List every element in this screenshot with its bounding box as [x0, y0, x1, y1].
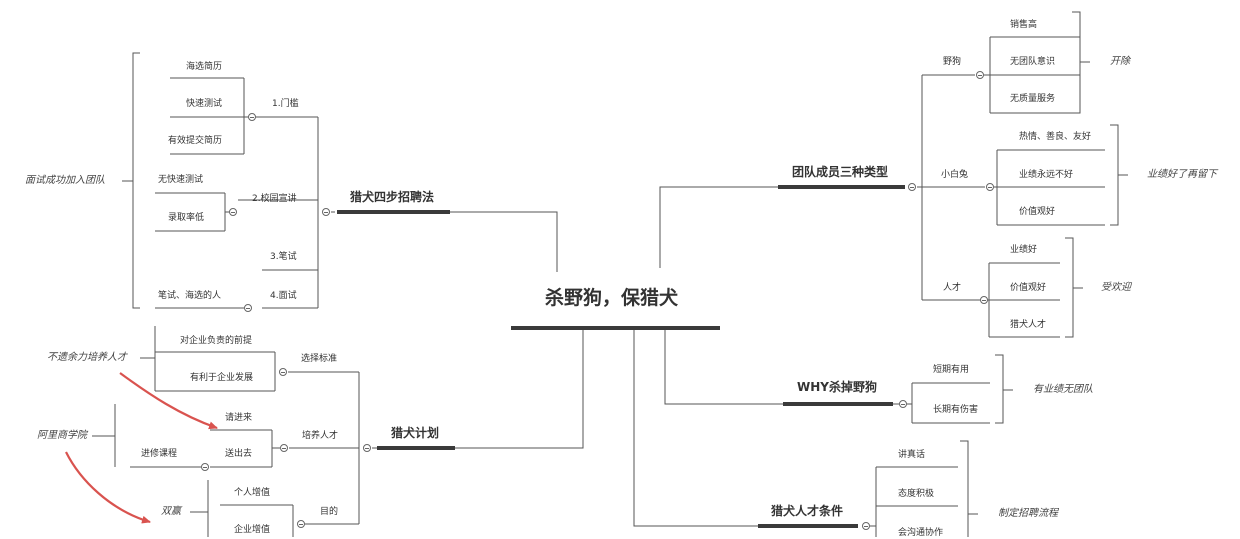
- why-note[interactable]: 有业绩无团队: [1033, 384, 1093, 395]
- connector-center-why: [664, 330, 783, 405]
- recruit-step3-label[interactable]: 3.笔试: [270, 252, 297, 262]
- connector-center-plan: [455, 330, 584, 449]
- branch-plan-title[interactable]: 猎犬计划: [391, 426, 440, 440]
- recruit-step1-item[interactable]: 快速测试: [186, 99, 223, 109]
- collapse-toggle[interactable]: [280, 444, 288, 452]
- recruit-step4-label[interactable]: 4.面试: [270, 291, 297, 301]
- branch-recruit-title[interactable]: 猎犬四步招聘法: [350, 190, 435, 204]
- types-talent-label[interactable]: 人才: [943, 283, 962, 293]
- collapse-toggle[interactable]: [899, 400, 907, 408]
- types-talent-item[interactable]: 业绩好: [1010, 245, 1038, 255]
- collapse-toggle[interactable]: [322, 208, 330, 216]
- plan-goal-item[interactable]: 个人增值: [234, 488, 271, 498]
- collapse-toggle[interactable]: [279, 368, 287, 376]
- plan-note[interactable]: 阿里商学院: [37, 430, 87, 441]
- collapse-toggle[interactable]: [248, 113, 256, 121]
- why-item[interactable]: 长期有伤害: [933, 405, 979, 415]
- recruit-step1-label[interactable]: 1.门槛: [272, 99, 299, 109]
- types-rabbit-label[interactable]: 小白兔: [941, 170, 969, 180]
- types-rabbit-item[interactable]: 业绩永远不好: [1019, 170, 1074, 180]
- types-wild-item[interactable]: 销售高: [1010, 20, 1038, 30]
- recruit-step4-item[interactable]: 笔试、海选的人: [158, 291, 222, 301]
- plan-criteria-label[interactable]: 选择标准: [301, 354, 338, 364]
- types-talent-item[interactable]: 价值观好: [1010, 283, 1047, 293]
- branch-why-title[interactable]: WHY杀掉野狗: [797, 380, 877, 394]
- recruit-note[interactable]: 面试成功加入团队: [25, 175, 105, 186]
- bracket-recruit: [132, 52, 140, 309]
- plan-train-sub-label[interactable]: 进修课程: [141, 449, 178, 459]
- plan-train-label[interactable]: 培养人才: [302, 431, 339, 441]
- recruit-step1-item[interactable]: 海选简历: [186, 62, 223, 72]
- plan-note[interactable]: 双赢: [161, 506, 181, 517]
- types-wild-item[interactable]: 无质量服务: [1010, 94, 1056, 104]
- plan-train-item[interactable]: 送出去: [225, 449, 253, 459]
- types-talent-item[interactable]: 猎犬人才: [1010, 320, 1047, 330]
- collapse-toggle[interactable]: [980, 296, 988, 304]
- plan-criteria-item[interactable]: 有利于企业发展: [190, 373, 254, 383]
- branch-types-title[interactable]: 团队成员三种类型: [792, 165, 889, 179]
- types-wild-note[interactable]: 开除: [1110, 56, 1130, 67]
- cond-item[interactable]: 态度积极: [898, 489, 935, 499]
- types-wild-item[interactable]: 无团队意识: [1010, 57, 1056, 67]
- collapse-toggle[interactable]: [862, 522, 870, 530]
- cond-item[interactable]: 会沟通协作: [898, 528, 944, 538]
- recruit-step2-label[interactable]: 2.校园宣讲: [252, 194, 297, 204]
- plan-note[interactable]: 不遗余力培养人才: [47, 352, 127, 363]
- collapse-toggle[interactable]: [908, 183, 916, 191]
- types-rabbit-item[interactable]: 价值观好: [1019, 207, 1056, 217]
- central-topic[interactable]: 杀野狗，保猎犬: [545, 287, 679, 309]
- collapse-toggle[interactable]: [363, 444, 371, 452]
- collapse-toggle[interactable]: [201, 463, 209, 471]
- arrow-to-invite: [119, 372, 218, 430]
- arrow-to-win-win: [65, 451, 151, 524]
- branch-cond-title[interactable]: 猎犬人才条件: [771, 504, 844, 518]
- collapse-toggle[interactable]: [976, 71, 984, 79]
- plan-train-item[interactable]: 请进来: [225, 413, 253, 423]
- plan-goal-label[interactable]: 目的: [320, 507, 339, 517]
- recruit-step2-item[interactable]: 录取率低: [168, 213, 205, 223]
- connector-center-recruit: [450, 211, 558, 272]
- recruit-step1-item[interactable]: 有效提交简历: [168, 136, 223, 146]
- cond-note[interactable]: 制定招聘流程: [998, 508, 1058, 519]
- types-wild-label[interactable]: 野狗: [943, 57, 962, 67]
- why-item[interactable]: 短期有用: [933, 365, 970, 375]
- plan-goal-item[interactable]: 企业增值: [234, 525, 271, 535]
- collapse-toggle[interactable]: [229, 208, 237, 216]
- collapse-toggle[interactable]: [986, 183, 994, 191]
- types-talent-note[interactable]: 受欢迎: [1101, 282, 1131, 293]
- plan-criteria-item[interactable]: 对企业负责的前提: [180, 336, 253, 346]
- collapse-toggle[interactable]: [297, 520, 305, 528]
- recruit-step2-item[interactable]: 无快速测试: [158, 175, 204, 185]
- connector-center-cond: [633, 330, 758, 527]
- cond-item[interactable]: 讲真话: [898, 450, 926, 460]
- connector-center-types: [659, 186, 778, 268]
- types-rabbit-note[interactable]: 业绩好了再留下: [1147, 169, 1217, 180]
- collapse-toggle[interactable]: [244, 304, 252, 312]
- types-rabbit-item[interactable]: 热情、善良、友好: [1019, 132, 1092, 142]
